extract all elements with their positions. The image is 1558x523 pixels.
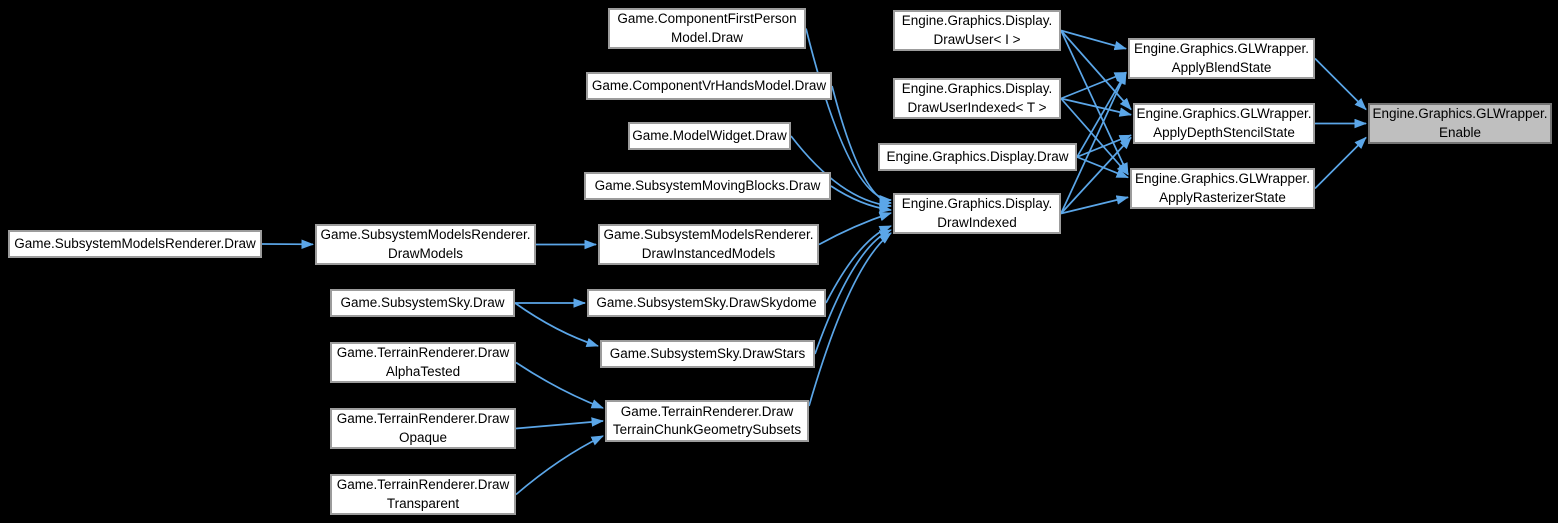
node-label-line: Engine.Graphics.Display. <box>901 81 1053 96</box>
edge-terrain-drawalphatested--terrain-drawterrainchunkgeometrysubsets <box>515 361 604 409</box>
node-glwrapper-applyblendstate[interactable]: Engine.Graphics.GLWrapper. ApplyBlendStat… <box>1128 38 1315 79</box>
node-display-drawuserindexed[interactable]: Engine.Graphics.Display. DrawUserIndexed<… <box>893 78 1061 119</box>
edge-display-drawindexed--glwrapper-applyrasterizerstate <box>1060 195 1129 215</box>
edge-smr-drawinstancedmodels--display-drawindexed <box>818 212 892 246</box>
node-subsystemsky-drawstars[interactable]: Game.SubsystemSky.DrawStars <box>600 340 815 368</box>
node-label-line: Game.SubsystemSky.DrawSkydome <box>596 294 817 310</box>
edge-display-drawuserindexed--glwrapper-applydepthstencilstate <box>1060 97 1132 117</box>
node-label-line: Game.SubsystemModelsRenderer.Draw <box>14 235 256 251</box>
node-label-line: Engine.Graphics.Display. <box>901 196 1053 211</box>
node-label-line: Game.TerrainRenderer.Draw <box>336 411 510 426</box>
node-label-line: Model.Draw <box>670 29 744 45</box>
node-label-line: AlphaTested <box>385 363 461 379</box>
node-glwrapper-applyrasterizerstate[interactable]: Engine.Graphics.GLWrapper. ApplyRasterize… <box>1130 168 1315 209</box>
node-label-line: Game.SubsystemSky.DrawStars <box>609 345 806 361</box>
node-label-line: DrawUserIndexed< T > <box>907 99 1047 115</box>
node-label-line: Engine.Graphics.GLWrapper. <box>1372 106 1548 121</box>
edge-subsystemsky-drawstars--display-drawindexed <box>814 229 892 355</box>
node-label-line: Engine.Graphics.Display.Draw <box>886 148 1069 164</box>
node-label-line: ApplyRasterizerState <box>1159 189 1286 205</box>
node-smr-draw[interactable]: Game.SubsystemModelsRenderer.Draw <box>8 230 262 258</box>
node-glwrapper-enable: Engine.Graphics.GLWrapper. Enable <box>1368 103 1552 144</box>
edge-display-drawuserindexed--glwrapper-applyrasterizerstate <box>1060 97 1129 176</box>
node-label-line: Game.TerrainRenderer.Draw <box>336 477 510 492</box>
edge-terrain-drawterrainchunkgeometrysubsets--display-drawindexed <box>808 232 892 407</box>
node-smr-drawmodels[interactable]: Game.SubsystemModelsRenderer. DrawModels <box>315 224 536 265</box>
node-label-line: ApplyDepthStencilState <box>1153 124 1295 140</box>
node-label-line: Engine.Graphics.Display. <box>901 13 1053 28</box>
node-label-line: Transparent <box>386 495 460 511</box>
node-subsystemsky-drawskydome[interactable]: Game.SubsystemSky.DrawSkydome <box>587 289 826 317</box>
node-label-line: Game.SubsystemModelsRenderer. <box>603 227 814 242</box>
node-label-line: Game.SubsystemMovingBlocks.Draw <box>594 177 821 193</box>
edge-subsystemsky-draw--subsystemsky-drawstars <box>514 302 599 347</box>
node-subsystemmovingblocks-draw[interactable]: Game.SubsystemMovingBlocks.Draw <box>584 172 831 200</box>
node-componentvrhandsmodel-draw[interactable]: Game.ComponentVrHandsModel.Draw <box>586 72 832 100</box>
node-display-draw[interactable]: Engine.Graphics.Display.Draw <box>878 143 1077 171</box>
node-label-line: Opaque <box>398 429 448 445</box>
node-smr-drawinstancedmodels[interactable]: Game.SubsystemModelsRenderer. DrawInstanc… <box>598 224 819 265</box>
node-label-line: Game.ModelWidget.Draw <box>632 127 787 143</box>
node-label-line: DrawIndexed <box>937 214 1017 230</box>
edge-display-drawuser--glwrapper-applyrasterizerstate <box>1060 30 1129 176</box>
node-label-line: Game.SubsystemSky.Draw <box>340 294 505 310</box>
edge-display-drawindexed--glwrapper-applyblendstate <box>1060 71 1127 214</box>
edge-subsystemsky-drawskydome--display-drawindexed <box>825 225 892 304</box>
edge-subsystemmovingblocks-draw--display-drawindexed <box>830 185 892 214</box>
node-label-line: Engine.Graphics.GLWrapper. <box>1134 171 1311 186</box>
node-modelwidget-draw[interactable]: Game.ModelWidget.Draw <box>628 122 791 150</box>
node-label-line: Game.ComponentFirstPerson <box>617 11 797 26</box>
node-label-line: Game.TerrainRenderer.Draw <box>336 345 510 360</box>
node-subsystemsky-draw[interactable]: Game.SubsystemSky.Draw <box>330 289 515 317</box>
node-label-line: Game.TerrainRenderer.Draw <box>620 403 794 419</box>
node-label-line: DrawInstancedModels <box>641 245 776 261</box>
edge-display-drawuser--glwrapper-applydepthstencilstate <box>1060 29 1132 111</box>
node-display-drawuser[interactable]: Engine.Graphics.Display. DrawUser< I > <box>893 10 1061 51</box>
node-label-line: Enable <box>1438 124 1482 140</box>
edge-glwrapper-applyblendstate--glwrapper-enable <box>1314 57 1367 111</box>
node-glwrapper-applydepthstencilstate[interactable]: Engine.Graphics.GLWrapper. ApplyDepthSten… <box>1133 103 1315 144</box>
node-display-drawindexed[interactable]: Engine.Graphics.Display. DrawIndexed <box>893 193 1061 234</box>
edge-display-drawindexed--glwrapper-applydepthstencilstate <box>1060 136 1132 215</box>
node-label-line: Game.ComponentVrHandsModel.Draw <box>591 77 827 93</box>
edge-terrain-drawopaque--terrain-drawterrainchunkgeometrysubsets <box>515 417 604 430</box>
node-label-line: DrawModels <box>387 245 464 261</box>
node-label-line: ApplyBlendState <box>1171 59 1272 75</box>
node-label-line: TerrainChunkGeometrySubsets <box>612 422 802 437</box>
edge-glwrapper-applyrasterizerstate--glwrapper-enable <box>1314 136 1367 190</box>
node-label-line: Game.SubsystemModelsRenderer. <box>320 227 531 242</box>
node-label-line: Engine.Graphics.GLWrapper. <box>1133 41 1310 56</box>
edge-display-drawuser--glwrapper-applyblendstate <box>1060 29 1127 51</box>
edge-terrain-drawtransparent--terrain-drawterrainchunkgeometrysubsets <box>515 435 604 496</box>
node-label-line: Engine.Graphics.GLWrapper. <box>1136 106 1312 121</box>
node-label-line: DrawUser< I > <box>933 31 1021 47</box>
